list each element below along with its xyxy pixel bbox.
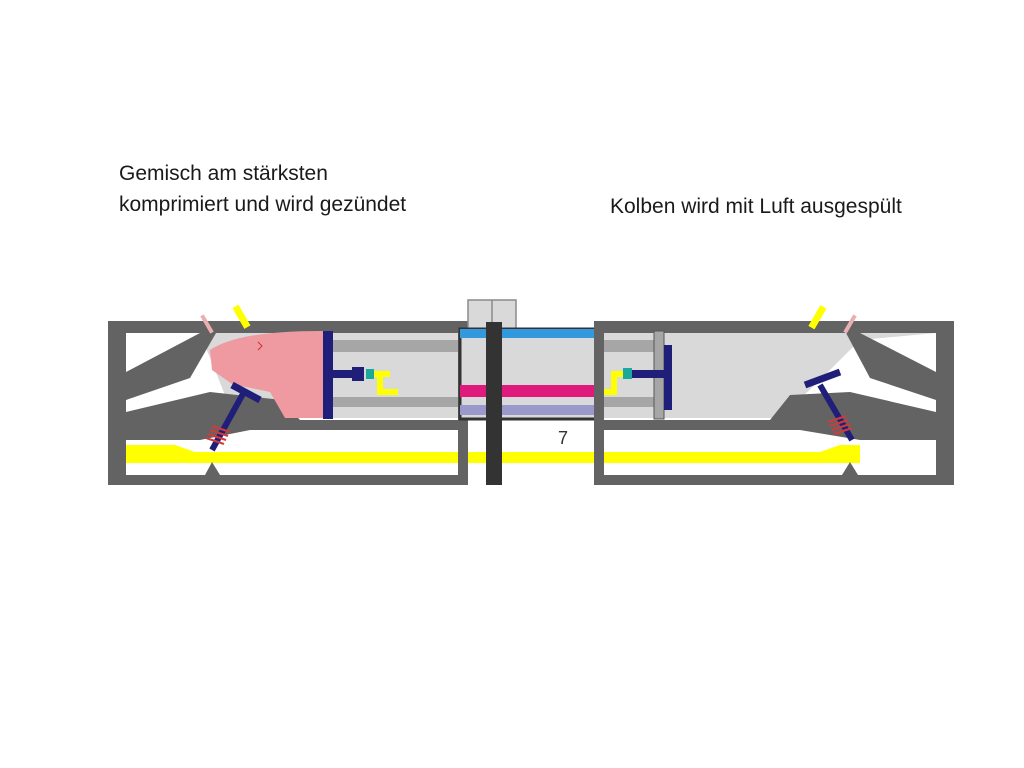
right-fuel-line: [604, 445, 860, 463]
left-injector: [200, 314, 214, 334]
left-spark-mark: [257, 341, 263, 351]
left-yellow-linkage: [374, 371, 398, 395]
right-chamber: [604, 333, 936, 418]
left-valve-head: [230, 381, 262, 404]
left-cylinder-top: [330, 340, 458, 352]
left-piston-rod: [333, 370, 363, 378]
left-piston: [323, 331, 333, 419]
left-caption-line-1: Gemisch am stärksten: [119, 162, 328, 185]
right-piston-fitting: [623, 368, 632, 379]
left-engine: [108, 304, 468, 485]
left-housing-wall-upper: [126, 333, 216, 400]
right-housing-wall-lower: [604, 392, 936, 440]
right-valve-stem: [817, 383, 855, 442]
left-housing-notch: [205, 462, 220, 475]
left-valve-spring: [205, 425, 231, 445]
right-caption: Kolben wird mit Luft ausgespült: [610, 195, 902, 218]
bar-magenta: [460, 385, 600, 397]
center-fuel-line: [468, 452, 594, 463]
left-caption: Gemisch am stärksten komprimiert und wir…: [119, 158, 406, 220]
right-piston: [664, 345, 672, 410]
right-housing-notch: [842, 462, 858, 475]
right-housing-wall-upper: [846, 333, 936, 400]
right-piston-rod: [632, 370, 664, 378]
left-piston-fitting: [366, 369, 374, 379]
left-piston-connector: [352, 367, 364, 381]
bar-lavender: [460, 405, 600, 415]
left-valve-stem: [209, 390, 247, 452]
left-caption-line-2: komprimiert und wird gezündet: [119, 193, 407, 216]
right-cylinder-bottom: [604, 397, 654, 407]
component-number-label: 7: [558, 428, 568, 448]
right-cylinder-top: [604, 340, 654, 352]
right-valve-head: [803, 368, 842, 389]
left-spark-plug: [232, 304, 251, 329]
right-engine: [594, 305, 954, 485]
bar-cyan: [460, 329, 600, 338]
center-shaft-lower: [486, 440, 502, 485]
left-fuel-line: [126, 445, 458, 463]
right-valve-spring: [827, 415, 853, 435]
center-frame: [458, 327, 602, 421]
left-cylinder-bottom: [330, 397, 458, 407]
right-spark-plug: [808, 305, 827, 330]
right-yellow-linkage: [604, 371, 623, 395]
left-burning-mixture: [210, 330, 328, 418]
center-assembly: 7: [458, 299, 602, 485]
right-injector: [843, 314, 857, 334]
